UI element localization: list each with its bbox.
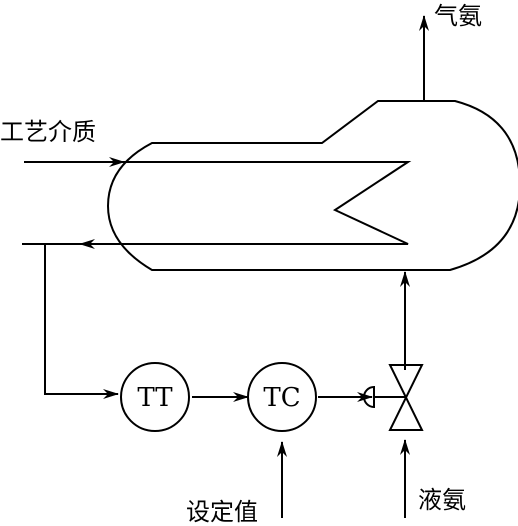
tt-instrument: [120, 362, 190, 432]
setpoint-label: 设定值: [186, 498, 258, 526]
coil-tube: [22, 161, 412, 245]
sensing-line: [44, 244, 119, 399]
tc-label: TC: [263, 383, 300, 413]
liquid-ammonia-label: 液氨: [418, 486, 466, 514]
tc-instrument: [247, 362, 317, 432]
gas-ammonia-label: 气氨: [434, 2, 482, 30]
vessel-shell: [106, 100, 518, 271]
control-valve-icon: [388, 364, 424, 431]
diaphragm-icon: [363, 385, 375, 409]
tt-label: TT: [137, 383, 173, 413]
process-medium-label: 工艺介质: [0, 118, 96, 146]
